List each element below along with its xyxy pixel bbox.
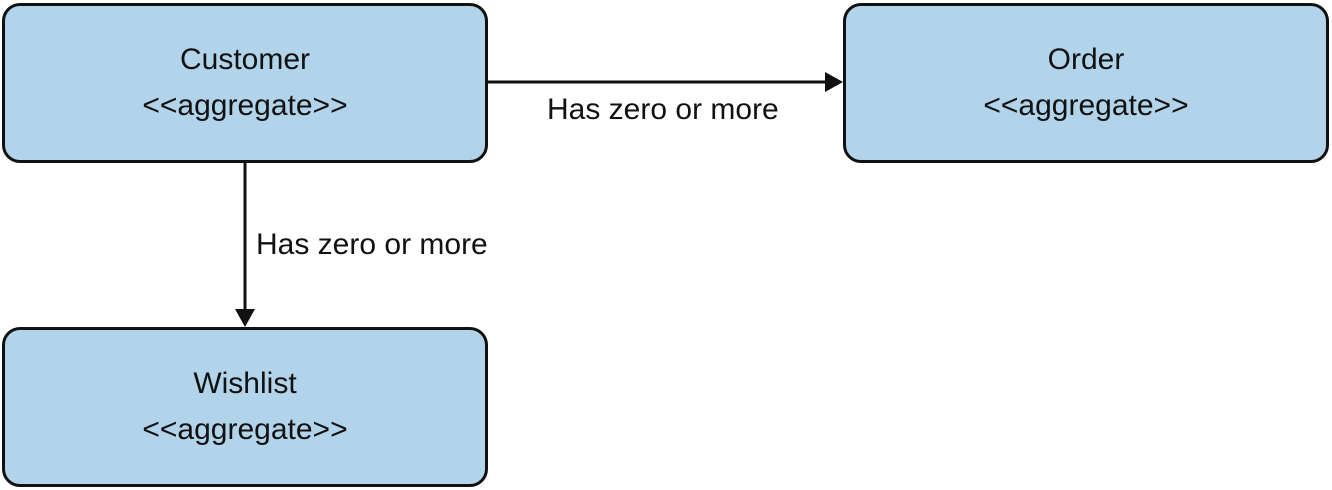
wishlist-aggregate-node[interactable]: Wishlist <<aggregate>> <box>2 327 488 487</box>
edge-customer-order <box>488 72 843 92</box>
edge-customer-wishlist <box>235 163 255 327</box>
order-aggregate-node[interactable]: Order <<aggregate>> <box>843 3 1329 163</box>
edge-label-customer-wishlist: Has zero or more <box>256 228 488 261</box>
customer-aggregate-node[interactable]: Customer <<aggregate>> <box>2 3 488 163</box>
node-stereotype: <<aggregate>> <box>983 89 1189 122</box>
arrowhead-icon <box>235 309 255 327</box>
node-name: Wishlist <box>193 367 297 400</box>
edge-label-customer-order: Has zero or more <box>547 93 779 126</box>
node-name: Customer <box>179 43 311 76</box>
node-name: Order <box>1047 43 1125 76</box>
node-stereotype: <<aggregate>> <box>142 413 348 446</box>
node-stereotype: <<aggregate>> <box>142 89 348 122</box>
arrowhead-icon <box>825 72 843 92</box>
